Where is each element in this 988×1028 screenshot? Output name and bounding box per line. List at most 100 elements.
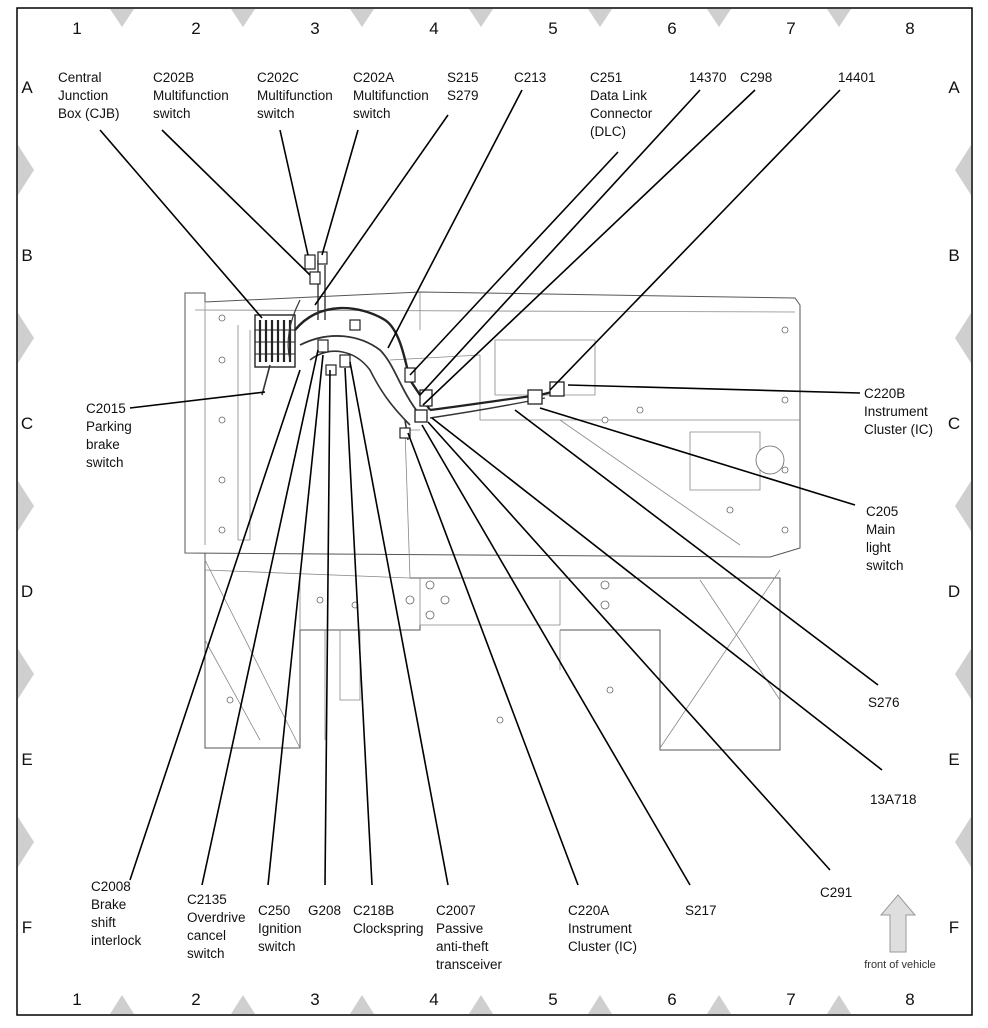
leader-s276 [514,409,879,686]
hole [425,610,435,620]
leader-c218b [344,367,373,886]
grid-marker [588,995,612,1014]
leader-s215 [314,114,449,306]
label-line: 14401 [838,70,876,85]
hole [405,595,415,605]
grid-marker [18,313,34,363]
hole [425,580,435,590]
grid-row-left-A: A [21,78,33,97]
grid-col-top-5: 5 [548,19,557,38]
label-c251: C251 Data Link Connector (DLC) [590,70,653,139]
leader-cjb [99,129,263,319]
hole [600,600,610,610]
label-line: light [866,540,891,555]
label-line: 14370 [689,70,727,85]
leader-c202c [279,129,309,256]
leader-c202a [321,129,359,256]
leader-13a718 [431,417,883,771]
hole [781,396,789,404]
leader-c298 [422,89,756,406]
label-line: C250 [258,903,290,918]
grid-row-right-E: E [948,750,959,769]
label-14401: 14401 [838,70,876,85]
label-line: Overdrive [187,910,246,925]
label-line: S276 [868,695,900,710]
label-line: S215 [447,70,479,85]
hole [316,596,324,604]
panel-upper-outline [184,291,801,558]
hole [496,716,504,724]
leader-c251 [409,151,619,376]
leader-c250 [267,354,324,886]
label-line: C202C [257,70,299,85]
label-line: brake [86,437,120,452]
grid-col-top-6: 6 [667,19,676,38]
label-line: transceiver [436,957,503,972]
leader-s217 [421,424,691,886]
grid-row-right-D: D [948,582,960,601]
grid-marker [18,481,34,531]
hole [600,580,610,590]
grid-marker [18,649,34,699]
hole [218,416,226,424]
wire-harness [261,251,565,441]
grid-col-top-4: 4 [429,19,438,38]
label-c213: C213 [514,70,546,85]
hole [440,595,450,605]
grid-marker [707,9,731,27]
grid-row-left-F: F [22,918,32,937]
hole [755,445,785,475]
label-s215-s279: S215 S279 [447,70,479,103]
label-line: C2135 [187,892,227,907]
label-line: Cluster (IC) [864,422,933,437]
label-line: C298 [740,70,772,85]
grid-marker [588,9,612,27]
leader-14401 [549,89,841,391]
label-line: Box (CJB) [58,106,120,121]
label-line: Clockspring [353,921,424,936]
grid-markers-top [110,9,851,27]
label-line: Ignition [258,921,302,936]
leader-c2015 [129,391,266,409]
label-line: C202A [353,70,394,85]
label-13a718: 13A718 [870,792,917,807]
grid-marker [827,995,851,1014]
label-line: (DLC) [590,124,626,139]
label-line: 13A718 [870,792,917,807]
label-c220a: C220A Instrument Cluster (IC) [568,903,637,954]
front-of-vehicle-indicator: front of vehicle [864,894,936,971]
leader-c205 [539,407,856,506]
leader-c2007 [349,361,449,886]
cluster-opening [689,431,761,491]
leader-g208 [324,369,331,886]
label-line: Data Link [590,88,647,103]
grid-markers-right [955,145,971,867]
leader-c2008 [129,369,301,881]
label-s217: S217 [685,903,717,918]
grid-col-top-7: 7 [786,19,795,38]
grid-col-bottom-8: 8 [905,990,914,1009]
diagram-frame [16,7,973,1016]
hole [218,314,226,322]
instrument-panel-drawing [184,251,801,751]
cluster-housing [479,339,610,421]
label-line: Main [866,522,895,537]
hole [781,466,789,474]
hole [781,526,789,534]
label-line: C2007 [436,903,476,918]
label-line: switch [153,106,191,121]
label-line: C205 [866,504,898,519]
label-line: Connector [590,106,653,121]
label-line: S279 [447,88,479,103]
label-c218b: C218B Clockspring [353,903,424,936]
label-line: C251 [590,70,622,85]
leader-c220a [407,432,579,886]
grid-col-top-3: 3 [310,19,319,38]
mounting-holes [218,314,789,724]
front-of-vehicle-label: front of vehicle [864,959,936,971]
grid-col-bottom-6: 6 [667,990,676,1009]
label-c291: C291 [820,885,852,900]
grid-markers-bottom [110,995,851,1014]
label-line: switch [187,946,225,961]
